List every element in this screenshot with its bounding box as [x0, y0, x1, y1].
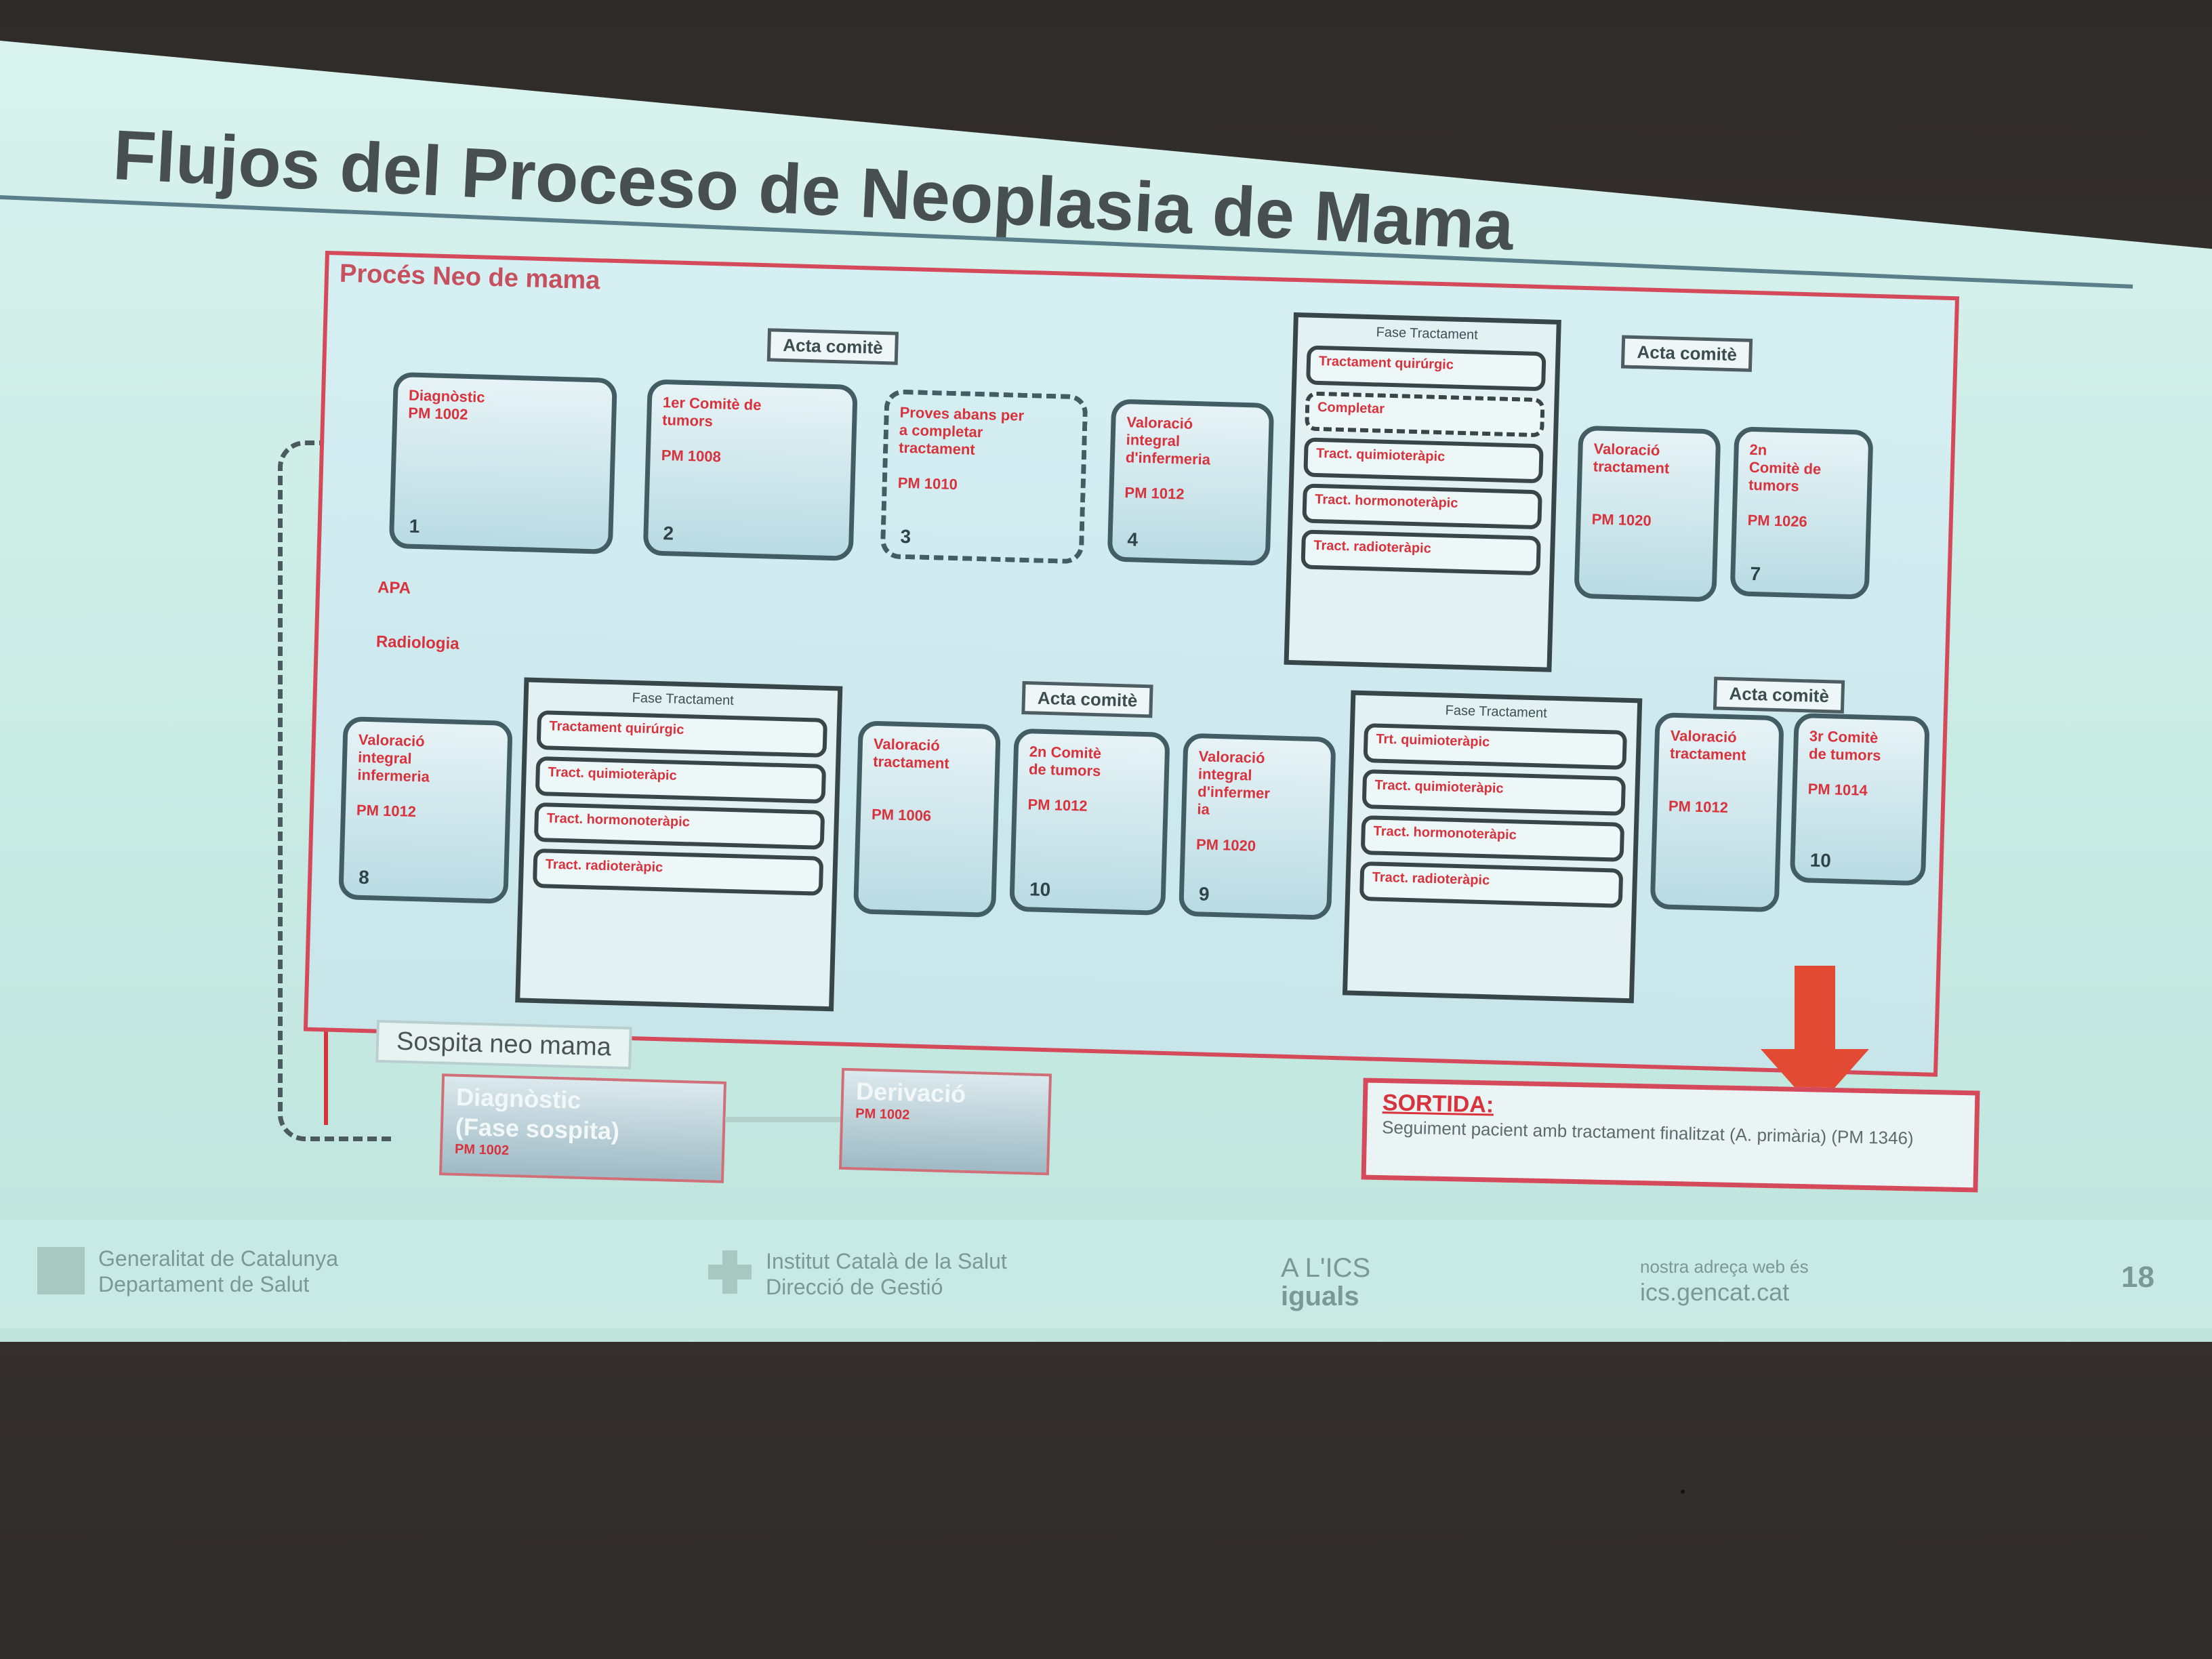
diagnosis-box: Diagnòstic (Fase sospita) PM 1002 [438, 1073, 727, 1183]
node-second-committee: 2n Comitè de tumors PM 1026 7 [1729, 426, 1874, 600]
node-number: 4 [1127, 529, 1139, 550]
node-text: Valoració integral infermeria PM 1012 [356, 731, 430, 821]
node-number: 7 [1750, 562, 1761, 585]
node-text: Diagnòstic PM 1002 [408, 386, 485, 423]
node-valoracio-infermeria: Valoració integral d'infermeria PM 1012 … [1107, 398, 1275, 567]
generalitat-logo [37, 1247, 85, 1294]
footer-ics-line2: Direcció de Gestió [766, 1275, 943, 1299]
phase-treatment-b: Fase Tractament Tractament quirúrgic Tra… [515, 677, 843, 1012]
node-text: 1er Comitè de tumors PM 1008 [661, 393, 762, 466]
footer-brand-bottom: iguals [1281, 1282, 1359, 1311]
node-third-committee: 3r Comitè de tumors PM 1014 10 [1789, 712, 1930, 886]
node-text: 2n Comitè de tumors PM 1026 [1747, 441, 1822, 531]
node-first-committee: 1er Comitè de tumors PM 1008 2 [642, 379, 858, 561]
label-radiologia: Radiologia [375, 632, 459, 653]
footer-ics-line1: Institut Català de la Salut [766, 1249, 1007, 1273]
node-valoracio-infermeria-b: Valoració integral d'infermer ia PM 1020… [1179, 733, 1336, 920]
exit-arrow-shaft [1795, 966, 1835, 1050]
node-number: 1 [409, 515, 420, 537]
node-text: Valoració tractament PM 1006 [871, 735, 950, 825]
phase-title: Fase Tractament [1445, 703, 1547, 721]
footer-web-line1: nostra adreça web és [1640, 1256, 1809, 1277]
derivation-box: Derivació PM 1002 [838, 1067, 1052, 1176]
phase-item: Trt. quimioteràpic [1363, 723, 1627, 770]
node-number: 3 [900, 525, 912, 548]
dust-speck [1681, 1490, 1685, 1494]
node-number: 8 [358, 866, 370, 888]
start-box-sospita: Sospita neo mama [375, 1019, 632, 1070]
phase-treatment-c: Fase Tractament Trt. quimioteràpic Tract… [1342, 690, 1643, 1004]
footer-web: nostra adreça web és ics.gencat.cat [1640, 1254, 1809, 1305]
phase-item: Tract. radioteràpic [1300, 529, 1541, 576]
node-proves: Proves abans per a completar tractament … [880, 389, 1088, 565]
node-text: Proves abans per a completar tractament … [897, 403, 1025, 493]
node-text: 2n Comitè de tumors PM 1012 [1027, 743, 1102, 815]
node-text: 3r Comitè de tumors PM 1014 [1807, 727, 1881, 799]
phase-item: Completar [1305, 391, 1545, 438]
node-valoracio-tractament-b: Valoració tractament PM 1006 [853, 720, 1001, 918]
acta-comite-box: Acta comitè [1620, 335, 1753, 372]
node-text: Valoració tractament PM 1020 [1591, 440, 1670, 529]
label-apa: APA [377, 578, 411, 598]
phase-item: Tract. radioteràpic [532, 848, 824, 896]
footer-brand: A L'ICS iguals [1281, 1254, 1370, 1311]
phase-item: Tractament quirúrgic [536, 710, 828, 758]
node-number: 10 [1809, 849, 1832, 872]
phase-item: Tract. hormonoteràpic [1302, 483, 1542, 530]
phase-item: Tract. hormonoteràpic [533, 802, 825, 850]
footer-ics: Institut Català de la Salut Direcció de … [766, 1248, 1007, 1300]
diagnosis-title: Diagnòstic (Fase sospita) [455, 1082, 620, 1145]
slide-footer [0, 1220, 2212, 1328]
node-valoracio-integral: Valoració integral infermeria PM 1012 8 [338, 716, 513, 904]
node-number: 9 [1198, 883, 1210, 905]
node-diagnostic: Diagnòstic PM 1002 1 [388, 371, 617, 555]
phase-item: Tractament quirúrgic [1306, 345, 1547, 392]
exit-box: SORTIDA: Seguiment pacient amb tractamen… [1361, 1078, 1980, 1193]
footer-gov-line2: Departament de Salut [98, 1272, 310, 1296]
page-number: 18 [2121, 1261, 2154, 1294]
acta-comite-box: Acta comitè [766, 328, 899, 365]
node-second-committee-b: 2n Comitè de tumors PM 1012 10 [1009, 728, 1170, 916]
node-number: 2 [663, 523, 674, 544]
node-valoracio-tractament-c: Valoració tractament PM 1012 [1650, 712, 1784, 913]
phase-item: Tract. quimioteràpic [535, 756, 827, 804]
phase-item: Tract. hormonoteràpic [1360, 815, 1625, 862]
phase-item: Tract. quimioteràpic [1303, 437, 1544, 484]
node-text: Valoració integral d'infermer ia PM 1020 [1195, 747, 1271, 855]
derivation-title: Derivació [855, 1077, 966, 1108]
phase-title: Fase Tractament [1376, 325, 1479, 343]
phase-title: Fase Tractament [632, 690, 735, 709]
footer-web-line2: ics.gencat.cat [1640, 1278, 1790, 1306]
node-text: Valoració integral d'infermeria PM 1012 [1124, 413, 1211, 503]
phase-item: Tract. radioteràpic [1359, 861, 1624, 908]
process-diagram: Procés Neo de mama Diagnòstic PM 1002 1 … [303, 251, 1960, 1077]
phase-treatment-a: Fase Tractament Tractament quirúrgic Com… [1284, 312, 1561, 672]
footer-brand-top: A L'ICS [1281, 1253, 1371, 1283]
footer-gov-line1: Generalitat de Catalunya [98, 1246, 338, 1271]
acta-comite-box: Acta comitè [1713, 676, 1845, 714]
node-number: 10 [1029, 878, 1051, 901]
phase-item: Tract. quimioteràpic [1361, 769, 1626, 816]
diagram-label: Procés Neo de mama [339, 259, 600, 295]
footer-gov: Generalitat de Catalunya Departament de … [98, 1246, 338, 1297]
node-valoracio-tractament: Valoració tractament PM 1020 [1574, 425, 1721, 602]
acta-comite-box: Acta comitè [1021, 680, 1153, 718]
node-text: Valoració tractament PM 1012 [1668, 726, 1746, 817]
diagnosis-derivation-connector [725, 1117, 840, 1122]
